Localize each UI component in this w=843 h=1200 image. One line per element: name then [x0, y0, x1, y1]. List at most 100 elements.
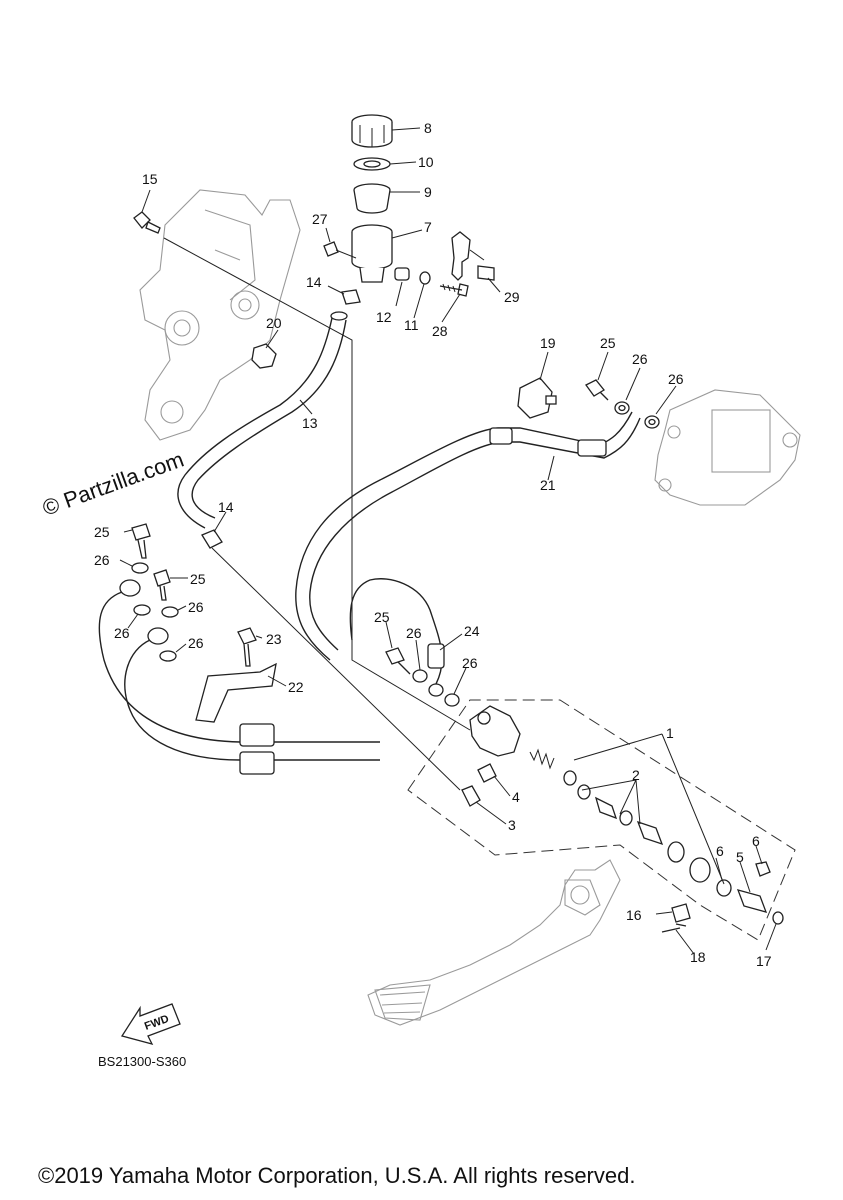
banjo-fittings-left	[119, 579, 169, 645]
callout-23: 23	[266, 631, 282, 647]
copyright-notice: ©2019 Yamaha Motor Corporation, U.S.A. A…	[38, 1163, 635, 1188]
bolt-15	[133, 211, 161, 234]
union-bolt-25-centre	[385, 647, 411, 675]
union-bolt-upper-right	[585, 379, 609, 401]
callout-labels: 8 10 9 7 27 15 14 12 11 28 29 20 13 19 2…	[94, 120, 772, 969]
callout-26-left-2: 26	[188, 599, 204, 615]
piston	[594, 796, 618, 820]
callout-3: 3	[508, 817, 516, 833]
hose-nipple-3	[461, 785, 481, 807]
callout-28: 28	[432, 323, 448, 339]
master-cylinder-box	[407, 699, 796, 941]
callout-16: 16	[626, 907, 642, 923]
washer-26-centre-3	[444, 693, 460, 707]
callout-26-left-4: 26	[188, 635, 204, 651]
callout-4: 4	[512, 789, 520, 805]
callout-26-centre-1: 26	[406, 625, 422, 641]
callout-7: 7	[424, 219, 432, 235]
bolt-28	[439, 283, 469, 297]
abs-hoses-left	[98, 591, 380, 775]
washer-26-left-2	[133, 604, 151, 616]
union-bolt-25-left-top	[131, 523, 151, 559]
callout-6-left: 6	[716, 843, 724, 859]
reservoir-tank	[351, 224, 393, 283]
callout-26-upper-2: 26	[668, 371, 684, 387]
piston-cup-2	[577, 784, 591, 800]
hose-clamp-upper	[341, 289, 361, 305]
diagram-reference-code: BS21300-S360	[98, 1054, 186, 1069]
callout-8: 8	[424, 120, 432, 136]
cotter-18	[661, 923, 687, 933]
dust-boot	[689, 857, 711, 883]
washer-26-left-1	[131, 562, 149, 574]
callout-18: 18	[690, 949, 706, 965]
rear-caliper-outline	[654, 389, 801, 506]
circlip	[667, 841, 685, 863]
callout-25-left-mid: 25	[190, 571, 206, 587]
brake-hose-24	[349, 578, 445, 685]
pin-16	[671, 903, 691, 923]
callout-9: 9	[424, 184, 432, 200]
cotter-pin-17	[772, 911, 784, 925]
diaphragm	[353, 183, 391, 214]
frame-bracket-outline	[139, 189, 301, 441]
callout-29: 29	[504, 289, 520, 305]
callout-26-centre-2: 26	[462, 655, 478, 671]
hose-joint-4	[477, 763, 497, 783]
callout-12: 12	[376, 309, 392, 325]
callout-25-upper: 25	[600, 335, 616, 351]
reservoir-hose	[177, 311, 348, 529]
washer-26-centre-2	[428, 683, 444, 697]
callout-11: 11	[404, 317, 419, 333]
brake-pedal-outline	[367, 859, 621, 1026]
o-ring-11	[419, 271, 431, 285]
callout-10: 10	[418, 154, 434, 170]
hose-clip-20	[251, 343, 277, 369]
callout-25-left-top: 25	[94, 524, 110, 540]
forward-arrow-icon: FWD	[120, 1003, 181, 1045]
callout-27: 27	[312, 211, 328, 227]
piston-seal	[619, 810, 633, 826]
master-cylinder-body	[469, 705, 521, 757]
copper-washer-upper-1	[614, 401, 630, 415]
washer-26-left-3	[161, 606, 179, 618]
callout-20: 20	[266, 315, 282, 331]
brake-hose-21	[295, 411, 641, 661]
copper-washer-upper-2	[644, 415, 660, 429]
hose-clamp-lower	[201, 529, 223, 549]
nut-6b	[755, 861, 771, 877]
callout-14-lower: 14	[218, 499, 234, 515]
return-spring	[529, 748, 555, 770]
callout-1: 1	[666, 725, 674, 741]
callout-2: 2	[632, 767, 640, 783]
callout-17: 17	[756, 953, 772, 969]
brake-sensor	[517, 377, 557, 419]
nut-6a	[716, 879, 732, 897]
hose-bracket-22	[195, 662, 277, 723]
callout-6-right: 6	[752, 833, 760, 849]
callout-21: 21	[540, 477, 556, 493]
screw-27	[323, 241, 357, 259]
union-bolt-25-left-mid	[153, 569, 171, 601]
callout-25-centre: 25	[374, 609, 390, 625]
reservoir-cap	[351, 114, 393, 148]
piston-cup-1	[563, 770, 577, 786]
hose-joint-12	[394, 267, 410, 281]
reservoir-bracket	[451, 231, 495, 281]
callout-5: 5	[736, 849, 744, 865]
callout-22: 22	[288, 679, 304, 695]
diaphragm-plate	[353, 157, 391, 171]
washer-26-centre-1	[412, 669, 428, 683]
callout-leaders	[119, 127, 777, 955]
bolt-23	[237, 627, 257, 667]
callout-13: 13	[302, 415, 318, 431]
clevis-5	[736, 889, 768, 913]
callout-24: 24	[464, 623, 480, 639]
watermark: © Partzilla.com	[39, 447, 187, 521]
assembly-guide-lines	[163, 237, 471, 791]
callout-26-left-3: 26	[114, 625, 130, 641]
callout-26-left-1: 26	[94, 552, 110, 568]
callout-14-upper: 14	[306, 274, 322, 290]
washer-26-left-4	[159, 650, 177, 662]
